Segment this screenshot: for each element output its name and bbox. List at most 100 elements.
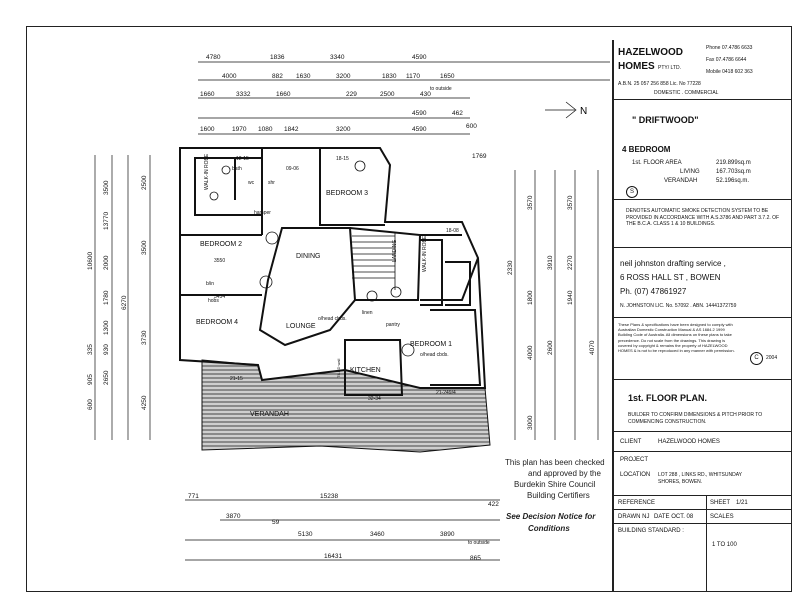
approval-stamp-line6: Conditions: [528, 524, 570, 533]
dim-left-1300: 1300: [103, 320, 110, 335]
copyright-year: 2004: [766, 355, 778, 361]
reference-row: REFERENCE SHEET 1/21: [614, 496, 792, 510]
dim-left-2000: 2000: [103, 255, 110, 270]
room-bedroom-2: BEDROOM 2: [200, 241, 242, 248]
location-label: LOCATION: [620, 472, 651, 478]
dim-r2-1: 4000: [222, 73, 237, 80]
dim-left-6270: 6270: [121, 295, 128, 310]
sheet-label: SHEET: [710, 500, 731, 506]
drafting-line1: neil johnston drafting service ,: [620, 259, 726, 268]
dim-r2-4: 3200: [336, 73, 351, 80]
dim-right-3000: 3000: [527, 415, 534, 430]
room-bedroom-4: BEDROOM 4: [196, 319, 238, 326]
dim-r3-6: 430: [420, 91, 431, 98]
living-label: LIVING: [680, 169, 700, 175]
dim-bot-16431: 16431: [324, 553, 342, 560]
north-label: N: [580, 106, 587, 117]
drawing-frame: [26, 26, 792, 592]
company-header: HAZELWOOD HOMES PTY/ LTD. Phone 07.4786 …: [614, 40, 792, 100]
dim-right-4070: 4070: [589, 340, 596, 355]
dim-r4-7: 1769: [472, 153, 487, 160]
room-verandah: VERANDAH: [250, 411, 289, 418]
dim-right-3570: 3570: [527, 195, 534, 210]
smoke-note-cell: DENOTES AUTOMATIC SMOKE DETECTION SYSTEM…: [614, 200, 792, 248]
copyright-icon: C: [750, 352, 763, 365]
dim-bot-59: 59: [272, 519, 280, 526]
scale-value: 1 TO 100: [712, 542, 737, 548]
dim-bot-3870: 3870: [226, 513, 241, 520]
bedroom-count: 4 BEDROOM: [622, 145, 671, 154]
room-wc: wc: [248, 180, 255, 186]
dim-r4-3: 1080: [258, 126, 273, 133]
dim-r4-6: 4590: [412, 126, 427, 133]
room-dining: DINING: [296, 253, 321, 260]
room-dim-3454: 3454: [214, 294, 225, 300]
dim-r3-4: 229: [346, 91, 357, 98]
date-label: DATE OCT. 08: [654, 514, 694, 520]
outer-wall: [179, 147, 487, 389]
dim-r2-7: 1650: [440, 73, 455, 80]
dim-r3-2: 3332: [236, 91, 251, 98]
dim-left-4250: 4250: [141, 395, 148, 410]
dim-left-3730: 3730: [141, 330, 148, 345]
building-standard-row: BUILDING STANDARD : 1 TO 100: [614, 524, 792, 592]
living-area: 167.703sq.m: [716, 169, 751, 175]
dim-right-2330: 2330: [507, 260, 514, 275]
dim-top-3: 3340: [330, 54, 345, 61]
dim-r4-4: 1842: [284, 126, 299, 133]
title-block: HAZELWOOD HOMES PTY/ LTD. Phone 07.4786 …: [612, 40, 792, 592]
dim-right-2270: 2270: [567, 255, 574, 270]
dim-r3-5: 2500: [380, 91, 395, 98]
dim-left-3500: 3500: [103, 180, 110, 195]
room-lounge: LOUNGE: [286, 323, 316, 330]
approval-stamp-line4: Building Certifiers: [527, 491, 590, 500]
client-label: CLIENT: [620, 439, 642, 445]
dim-bot-3890: 3890: [440, 531, 455, 538]
dim-right-1800: 1800: [527, 290, 534, 305]
room-dim-0906: 09-06: [286, 166, 299, 172]
company-suffix: PTY/ LTD.: [658, 65, 681, 71]
dim-misc-outside: to outside: [430, 86, 452, 92]
dim-r3-3: 1660: [276, 91, 291, 98]
plan-title-cell: 1st. FLOOR PLAN. BUILDER TO CONFIRM DIME…: [614, 380, 792, 432]
dim-left-10600: 10600: [87, 252, 94, 270]
dim-bot-771: 771: [188, 493, 199, 500]
dim-misc-462: 462: [452, 110, 463, 117]
dim-r2-6: 1170: [406, 73, 420, 80]
room-walk-in-robe-1: WALK-IN ROBE: [204, 153, 210, 190]
building-standard-label: BUILDING STANDARD :: [618, 528, 684, 534]
dim-misc-4590: 4590: [412, 110, 427, 117]
dim-r4-1: 1600: [200, 126, 215, 133]
verandah-area: 52.196sq.m.: [716, 178, 750, 184]
room-dim-2115: 21-15: [230, 376, 243, 382]
plan-title: 1st. FLOOR PLAN.: [628, 393, 708, 403]
copyright-note: These Plans & specifications have been d…: [618, 322, 735, 353]
dim-r3-1: 1660: [200, 91, 215, 98]
sheet-value: 1/21: [736, 500, 748, 506]
approval-stamp-line1: This plan has been checked: [505, 458, 605, 467]
dim-bot-5130: 5130: [298, 531, 313, 538]
room-walk-in-robe-2: WALK-IN ROBE: [422, 235, 428, 272]
dim-r2-2: 882: [272, 73, 283, 80]
company-phone: Phone 07.4786 6633: [706, 45, 753, 51]
company-domestic: DOMESTIC . COMMERCIAL: [654, 90, 719, 96]
smoke-detector-icon: S: [626, 186, 638, 198]
drafting-line4: N. JOHNSTON LIC. No. 57092 . ABN. 144413…: [620, 303, 737, 309]
dim-r2-3: 1630: [296, 73, 311, 80]
company-abn: A.B.N. 25 057 256 858 Lic. No 77228: [618, 81, 701, 87]
room-linen: linen: [362, 310, 373, 316]
dim-right-2600: 2600: [547, 340, 554, 355]
room-ohead-1: o/head cbds.: [318, 316, 347, 322]
location-row: LOCATION LOT 288 , LINKS RD., WHITSUNDAY…: [614, 466, 792, 496]
dim-left-2650: 2650: [103, 370, 110, 385]
room-bedroom-1: BEDROOM 1: [410, 341, 452, 348]
dim-r4-5: 3200: [336, 126, 351, 133]
reference-label: REFERENCE: [618, 500, 656, 506]
room-dim-1815: 18-15: [336, 156, 349, 162]
room-landing: LANDING: [392, 240, 398, 262]
drafting-line3: Ph. (07) 47861927: [620, 287, 687, 296]
company-mobile: Mobile 0418 602 363: [706, 69, 753, 75]
dim-right-4000: 4000: [527, 345, 534, 360]
